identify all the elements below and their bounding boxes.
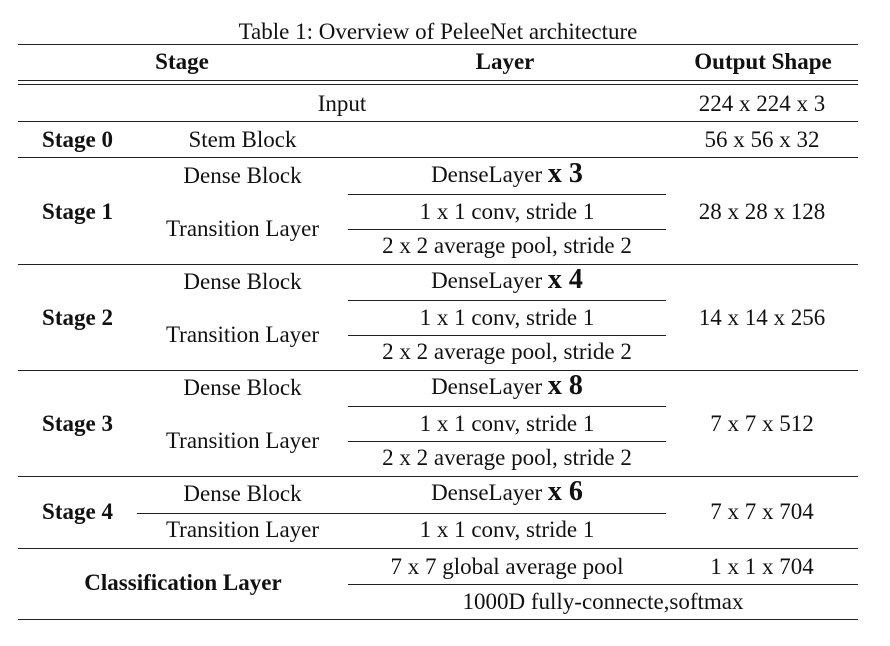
sub-rule <box>348 335 666 336</box>
stage1-shape: 28 x 28 x 128 <box>698 199 826 224</box>
row-rule <box>18 548 858 549</box>
sub-rule <box>348 584 858 585</box>
stage2-conv: 1 x 1 conv, stride 1 <box>419 305 595 330</box>
stage2-name: Stage 2 <box>42 305 113 330</box>
dense-layer-multiplier: x 6 <box>547 476 583 507</box>
stage2-transition: Transition Layer <box>165 322 320 347</box>
stage2-pool: 2 x 2 average pool, stride 2 <box>382 339 632 364</box>
stage2-dense-block: Dense Block <box>183 269 302 294</box>
header-stage: Stage <box>155 49 209 74</box>
row-rule <box>18 157 858 158</box>
header-bottom-rule-1 <box>18 80 858 81</box>
stage0-block: Stem Block <box>188 127 297 152</box>
header-bottom-rule-2 <box>18 84 858 85</box>
sub-rule <box>348 300 666 301</box>
sub-rule <box>137 513 666 514</box>
stage3-name: Stage 3 <box>42 411 113 436</box>
stage2-shape: 14 x 14 x 256 <box>698 305 826 330</box>
stage4-shape: 7 x 7 x 704 <box>710 499 814 524</box>
classification-pool-shape: 1 x 1 x 704 <box>710 554 814 579</box>
classification-fc: 1000D fully-connecte,softmax <box>462 589 744 614</box>
input-label: Input <box>317 91 367 116</box>
row-rule <box>18 476 858 477</box>
sub-rule <box>348 441 666 442</box>
row-rule <box>18 264 858 265</box>
sub-rule <box>348 194 666 195</box>
header-output-shape: Output Shape <box>694 49 832 74</box>
stage1-pool: 2 x 2 average pool, stride 2 <box>382 233 632 258</box>
input-shape: 224 x 224 x 3 <box>698 91 826 116</box>
dense-layer-label: DenseLayer <box>431 480 543 505</box>
table-caption: Table 1: Overview of PeleeNet architectu… <box>238 19 638 44</box>
header-layer: Layer <box>475 49 535 74</box>
stage1-name: Stage 1 <box>42 199 113 224</box>
stage3-dense-layer: DenseLayer x 8 <box>348 371 666 402</box>
dense-layer-multiplier: x 3 <box>547 158 583 189</box>
dense-layer-multiplier: x 4 <box>547 264 583 295</box>
stage0-name: Stage 0 <box>42 127 113 152</box>
stage3-dense-block: Dense Block <box>183 375 302 400</box>
bottom-rule <box>18 619 858 620</box>
row-rule <box>18 121 858 122</box>
sub-rule <box>348 229 666 230</box>
stage3-shape: 7 x 7 x 512 <box>710 411 814 436</box>
dense-layer-multiplier: x 8 <box>547 370 583 401</box>
stage3-conv: 1 x 1 conv, stride 1 <box>419 411 595 436</box>
stage2-dense-layer: DenseLayer x 4 <box>348 265 666 296</box>
stage4-dense-block: Dense Block <box>183 481 302 506</box>
dense-layer-label: DenseLayer <box>431 162 543 187</box>
stage1-dense-layer: DenseLayer x 3 <box>348 159 666 190</box>
dense-layer-label: DenseLayer <box>431 268 543 293</box>
stage4-transition: Transition Layer <box>165 517 320 542</box>
stage1-dense-block: Dense Block <box>183 163 302 188</box>
sub-rule <box>348 406 666 407</box>
stage0-shape: 56 x 56 x 32 <box>704 127 820 152</box>
stage4-conv: 1 x 1 conv, stride 1 <box>419 517 595 542</box>
stage4-name: Stage 4 <box>42 499 113 524</box>
classification-pool: 7 x 7 global average pool <box>390 554 624 579</box>
row-rule <box>18 370 858 371</box>
stage3-transition: Transition Layer <box>165 428 320 453</box>
stage3-pool: 2 x 2 average pool, stride 2 <box>382 445 632 470</box>
stage4-dense-layer: DenseLayer x 6 <box>348 477 666 508</box>
classification-name: Classification Layer <box>84 570 282 595</box>
top-rule <box>18 44 858 45</box>
dense-layer-label: DenseLayer <box>431 374 543 399</box>
stage1-transition: Transition Layer <box>165 216 320 241</box>
stage1-conv: 1 x 1 conv, stride 1 <box>419 199 595 224</box>
